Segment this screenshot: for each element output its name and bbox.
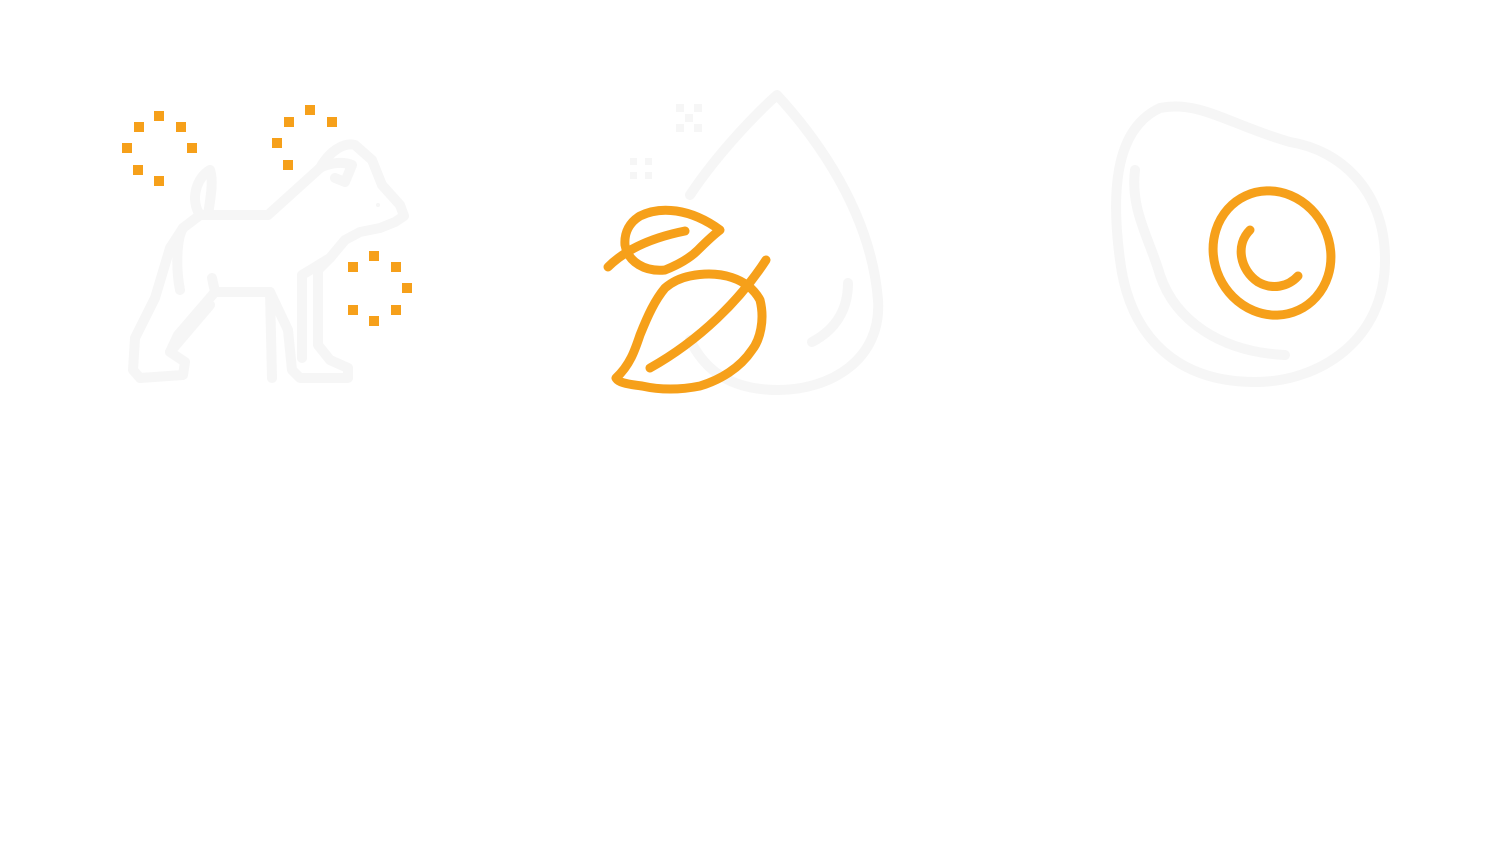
dog-outline bbox=[128, 139, 409, 383]
avocado-pit bbox=[1208, 186, 1336, 320]
sparkle-dots bbox=[122, 105, 412, 326]
leaves bbox=[603, 205, 771, 394]
drop-outline bbox=[685, 90, 884, 395]
avocado-outline bbox=[1111, 101, 1390, 387]
small-sparkles bbox=[630, 104, 702, 179]
